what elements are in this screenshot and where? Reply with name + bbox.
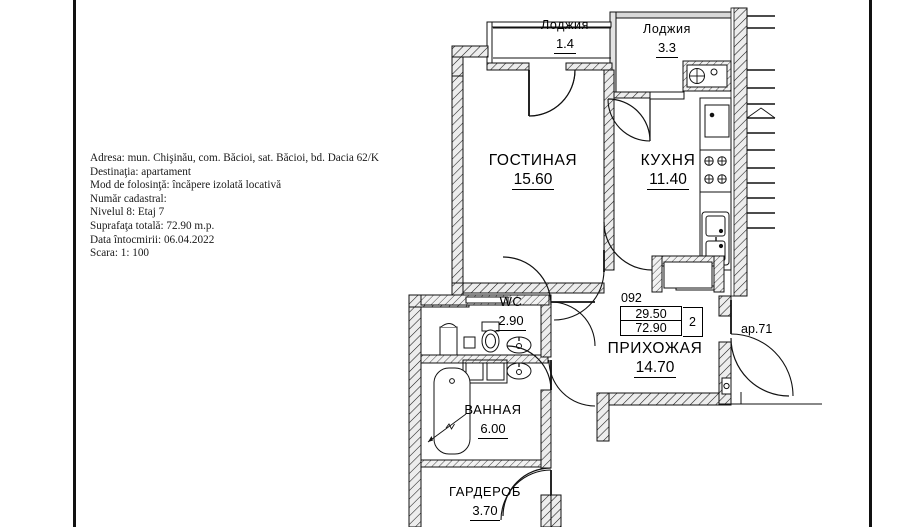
- room-label-loggia-2: Лоджия 3.3: [617, 20, 717, 58]
- room-label-kitchen: КУХНЯ 11.40: [613, 152, 723, 190]
- loggia-2-washer: [649, 60, 732, 100]
- room-area-living: 15.60: [511, 171, 555, 190]
- room-area-hall: 14.70: [633, 359, 677, 378]
- room-label-wardrobe: ГАРДЕРОБ 3.70: [424, 483, 546, 521]
- lower-walls: [550, 494, 562, 527]
- door-arcs: [500, 69, 794, 521]
- info-line-scale: Scara: 1: 100: [90, 247, 150, 260]
- door-leaves: [528, 70, 732, 496]
- room-label-hall: ПРИХОЖАЯ 14.70: [590, 340, 720, 378]
- interior-walls: [420, 69, 732, 527]
- cadastral-info-block: Adresa: mun. Chişinău, com. Băcioi, sat.…: [90, 152, 390, 261]
- loggia-1-window: [493, 27, 611, 59]
- info-line-usage: Mod de folosinţă: încăpere izolată locat…: [90, 179, 282, 192]
- info-line-level: Nivelul 8: Etaj 7: [90, 206, 165, 219]
- room-label-wc: WC 2.90: [478, 293, 544, 331]
- info-line-cadnumber: Număr cadastral:: [90, 192, 167, 205]
- cadastral-summary-box: 092 29.50 72.90 2: [620, 291, 703, 337]
- hall-storage: [651, 255, 725, 293]
- exterior-wall-ticks: [747, 15, 775, 229]
- loggia-1-structure: [486, 21, 613, 71]
- entry-detail: [721, 377, 822, 405]
- cadastral-area-total: 72.90: [635, 321, 667, 336]
- apartment-number-label: ap.71: [741, 322, 773, 336]
- bath-arrow: [427, 413, 467, 443]
- room-label-bath: ВАННАЯ 6.00: [441, 401, 545, 439]
- info-line-purpose: Destinaţia: apartament: [90, 165, 191, 178]
- exterior-walls: [408, 7, 748, 527]
- page-border-right: [869, 0, 872, 527]
- room-name-bath: ВАННАЯ: [464, 402, 522, 417]
- room-label-living: ГОСТИНАЯ 15.60: [468, 152, 598, 190]
- info-line-address: Adresa: mun. Chişinău, com. Băcioi, sat.…: [90, 152, 379, 164]
- bathtub: [433, 367, 471, 455]
- cadastral-area-living: 29.50: [621, 307, 681, 322]
- room-label-loggia-1: Лоджия 1.4: [520, 16, 610, 54]
- room-name-wardrobe: ГАРДЕРОБ: [449, 484, 521, 499]
- cadastral-table: 29.50 72.90 2: [620, 306, 703, 337]
- wc-fixtures: [420, 294, 550, 384]
- room-name-loggia-1: Лоджия: [541, 18, 589, 32]
- page-border-left: [73, 0, 76, 527]
- room-area-loggia-1: 1.4: [553, 34, 577, 54]
- room-name-wc: WC: [499, 294, 523, 309]
- room-area-bath: 6.00: [478, 419, 508, 439]
- cadastral-code: 092: [621, 291, 642, 305]
- room-name-loggia-2: Лоджия: [643, 22, 691, 36]
- room-name-hall: ПРИХОЖАЯ: [607, 340, 703, 357]
- info-line-date: Data întocmirii: 06.04.2022: [90, 233, 215, 246]
- wall-break-symbol: [746, 107, 776, 119]
- room-area-kitchen: 11.40: [647, 171, 689, 190]
- room-area-wardrobe: 3.70: [470, 501, 500, 521]
- room-area-wc: 2.90: [496, 311, 526, 331]
- room-name-living: ГОСТИНАЯ: [488, 152, 578, 169]
- room-name-kitchen: КУХНЯ: [640, 152, 696, 169]
- info-line-area: Suprafaţa totală: 72.90 m.p.: [90, 219, 215, 232]
- cadastral-room-count: 2: [683, 307, 703, 337]
- room-area-loggia-2: 3.3: [655, 38, 679, 58]
